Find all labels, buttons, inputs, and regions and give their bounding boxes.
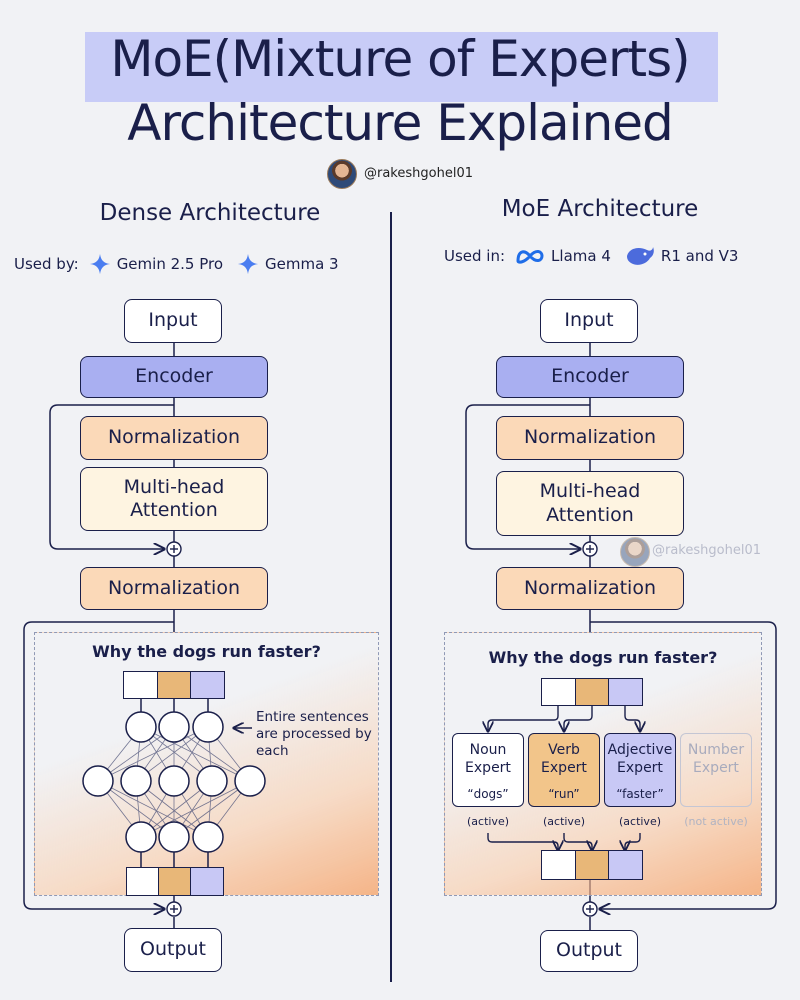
- meta-icon: [516, 250, 544, 264]
- moe-attention-box: Multi-head Attention: [496, 471, 684, 536]
- moe-output-box: Output: [540, 930, 638, 972]
- section-divider: [390, 212, 392, 982]
- deepseek-whale-icon: [626, 247, 654, 265]
- nn-neuron: [82, 765, 114, 797]
- noun-expert-box: Noun Expert “dogs”: [452, 733, 524, 807]
- moe-input-token-3: [608, 678, 643, 706]
- page-title-line1: MoE(Mixture of Experts): [110, 30, 690, 88]
- nn-neuron: [120, 765, 152, 797]
- moe-model-2: R1 and V3: [625, 244, 739, 268]
- moe-title: MoE Architecture: [501, 196, 699, 222]
- noun-expert-status: (active): [466, 815, 510, 828]
- author-handle: @rakeshgohel01: [364, 166, 473, 181]
- dense-output-token-1: [126, 867, 160, 896]
- nn-neuron: [125, 821, 157, 853]
- nn-neuron: [158, 765, 190, 797]
- nn-connection: [140, 726, 251, 782]
- title-highlight: [85, 32, 718, 102]
- dense-title: Dense Architecture: [99, 200, 321, 226]
- number-expert-label: Number Expert: [687, 742, 745, 776]
- dense-input-token-3: [190, 671, 225, 699]
- dense-note: Entire sentences are processed by each: [256, 709, 372, 759]
- gemini-icon: [237, 253, 259, 275]
- number-expert-box: Number Expert: [680, 733, 752, 807]
- noun-expert-label: Noun Expert: [465, 742, 511, 776]
- number-expert-status: (not active): [684, 815, 748, 828]
- dense-normalization-box-2: Normalization: [80, 567, 268, 610]
- nn-neuron: [158, 821, 190, 853]
- nn-neuron: [192, 711, 224, 743]
- dense-encoder-box: Encoder: [80, 356, 268, 398]
- author-avatar: [327, 159, 357, 189]
- verb-expert-status: (active): [542, 815, 586, 828]
- verb-expert-token: “run”: [548, 787, 580, 801]
- watermark-handle: @rakeshgohel01: [652, 543, 761, 558]
- moe-question: Why the dogs run faster?: [488, 648, 718, 667]
- dense-normalization-box-1: Normalization: [80, 416, 268, 460]
- nn-neuron: [234, 765, 266, 797]
- watermark-avatar: [620, 537, 650, 567]
- adjective-expert-status: (active): [618, 815, 662, 828]
- moe-model-2-name: R1 and V3: [660, 247, 739, 265]
- moe-normalization-box-1: Normalization: [496, 416, 684, 460]
- page-title-line2: Architecture Explained: [127, 94, 674, 152]
- nn-neuron: [192, 821, 224, 853]
- dense-attention-box: Multi-head Attention: [80, 467, 268, 531]
- dense-model-2-name: Gemma 3: [265, 255, 339, 273]
- verb-expert-label: Verb Expert: [541, 742, 587, 776]
- moe-model-1-name: Llama 4: [551, 247, 611, 265]
- gemini-icon: [89, 253, 110, 275]
- adjective-expert-token: “faster”: [616, 787, 664, 801]
- moe-output-token-1: [541, 850, 577, 880]
- adjective-expert-box: Adjective Expert “faster”: [604, 733, 676, 807]
- verb-expert-box: Verb Expert “run”: [528, 733, 600, 807]
- dense-input-box: Input: [124, 299, 222, 343]
- nn-connection: [97, 726, 209, 782]
- moe-input-box: Input: [540, 299, 638, 343]
- nn-neuron: [125, 711, 157, 743]
- moe-used-in: Used in: Llama 4 R1 and V3: [444, 244, 738, 268]
- nn-connection: [97, 780, 209, 838]
- moe-output-token-3: [608, 850, 643, 880]
- dense-output-box: Output: [124, 928, 222, 972]
- nn-connection: [140, 780, 251, 838]
- noun-expert-token: “dogs”: [467, 787, 509, 801]
- dense-input-token-1: [123, 671, 159, 699]
- dense-used-label: Used by:: [14, 255, 79, 273]
- moe-model-1: Llama 4: [515, 247, 611, 265]
- moe-used-label: Used in:: [444, 247, 506, 265]
- adjective-expert-label: Adjective Expert: [607, 742, 673, 776]
- dense-model-1-name: Gemin 2.5 Pro: [116, 255, 224, 273]
- moe-encoder-box: Encoder: [496, 356, 684, 398]
- dense-model-1: Gemin 2.5 Pro: [89, 253, 223, 275]
- dense-output-token-3: [190, 867, 224, 896]
- moe-normalization-box-2: Normalization: [496, 567, 684, 610]
- dense-question: Why the dogs run faster?: [92, 642, 321, 661]
- moe-output-token-2: [575, 850, 610, 880]
- dense-used-by: Used by: Gemin 2.5 Pro Gemma 3: [14, 253, 339, 275]
- dense-model-2: Gemma 3: [237, 253, 339, 275]
- nn-neuron: [158, 711, 190, 743]
- nn-neuron: [196, 765, 228, 797]
